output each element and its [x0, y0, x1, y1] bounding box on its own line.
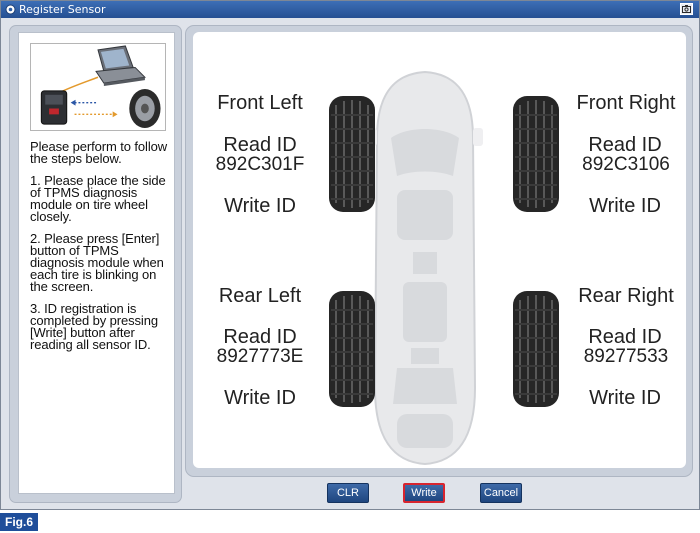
- instruction-step-1: 1. Please place the side of TPMS diagnos…: [30, 173, 166, 224]
- tpms-module-diagram: [30, 43, 166, 131]
- rear-left-read-label: Read ID: [223, 326, 297, 348]
- app-icon: [5, 4, 16, 15]
- instructions-text: Please perform to follow the steps below…: [30, 139, 170, 361]
- rear-left-read-value: 8927773E: [216, 346, 304, 367]
- instruction-step-2: 2. Please press [Enter] button of TPMS d…: [30, 231, 164, 294]
- figure-label: Fig.6: [0, 513, 38, 531]
- front-left-read-label: Read ID: [223, 134, 297, 156]
- signal-arrows: [70, 99, 118, 118]
- tire-front-right-icon[interactable]: [512, 95, 560, 213]
- window-title: Register Sensor: [19, 3, 106, 16]
- rear-left-write-label: Write ID: [224, 387, 296, 409]
- front-left-write-label: Write ID: [224, 195, 296, 217]
- car-top-view-icon: [367, 70, 483, 466]
- instruction-step-3: 3. ID registration is completed by press…: [30, 301, 158, 352]
- cancel-button[interactable]: Cancel: [480, 483, 522, 503]
- screenshot-button[interactable]: [680, 3, 693, 15]
- front-right-read-value: 892C3106: [582, 154, 670, 175]
- rear-right-title: Rear Right: [578, 285, 674, 307]
- laptop-icon: [95, 45, 146, 87]
- front-right-title: Front Right: [576, 92, 676, 114]
- tire-rear-left-icon[interactable]: [328, 290, 376, 408]
- clr-button[interactable]: CLR: [327, 483, 369, 503]
- tire-front-left-icon[interactable]: [328, 95, 376, 213]
- front-left-read-value: 892C301F: [215, 154, 305, 175]
- tire-rear-right-icon[interactable]: [512, 290, 560, 408]
- instruction-intro: Please perform to follow the steps below…: [30, 139, 168, 166]
- rear-right-read-label: Read ID: [588, 326, 662, 348]
- instructions-panel: Please perform to follow the steps below…: [18, 32, 175, 494]
- tpms-module-icon: [40, 90, 68, 125]
- rear-right-write-label: Write ID: [589, 387, 661, 409]
- rear-left-title: Rear Left: [218, 285, 302, 307]
- rear-right-read-value: 89277533: [583, 346, 669, 367]
- front-right-write-label: Write ID: [589, 195, 661, 217]
- front-right-read-label: Read ID: [588, 134, 662, 156]
- title-bar: Register Sensor: [1, 1, 699, 18]
- front-left-title: Front Left: [217, 92, 303, 114]
- write-button[interactable]: Write: [403, 483, 445, 503]
- tire-icon: [129, 88, 161, 129]
- camera-icon: [682, 5, 691, 13]
